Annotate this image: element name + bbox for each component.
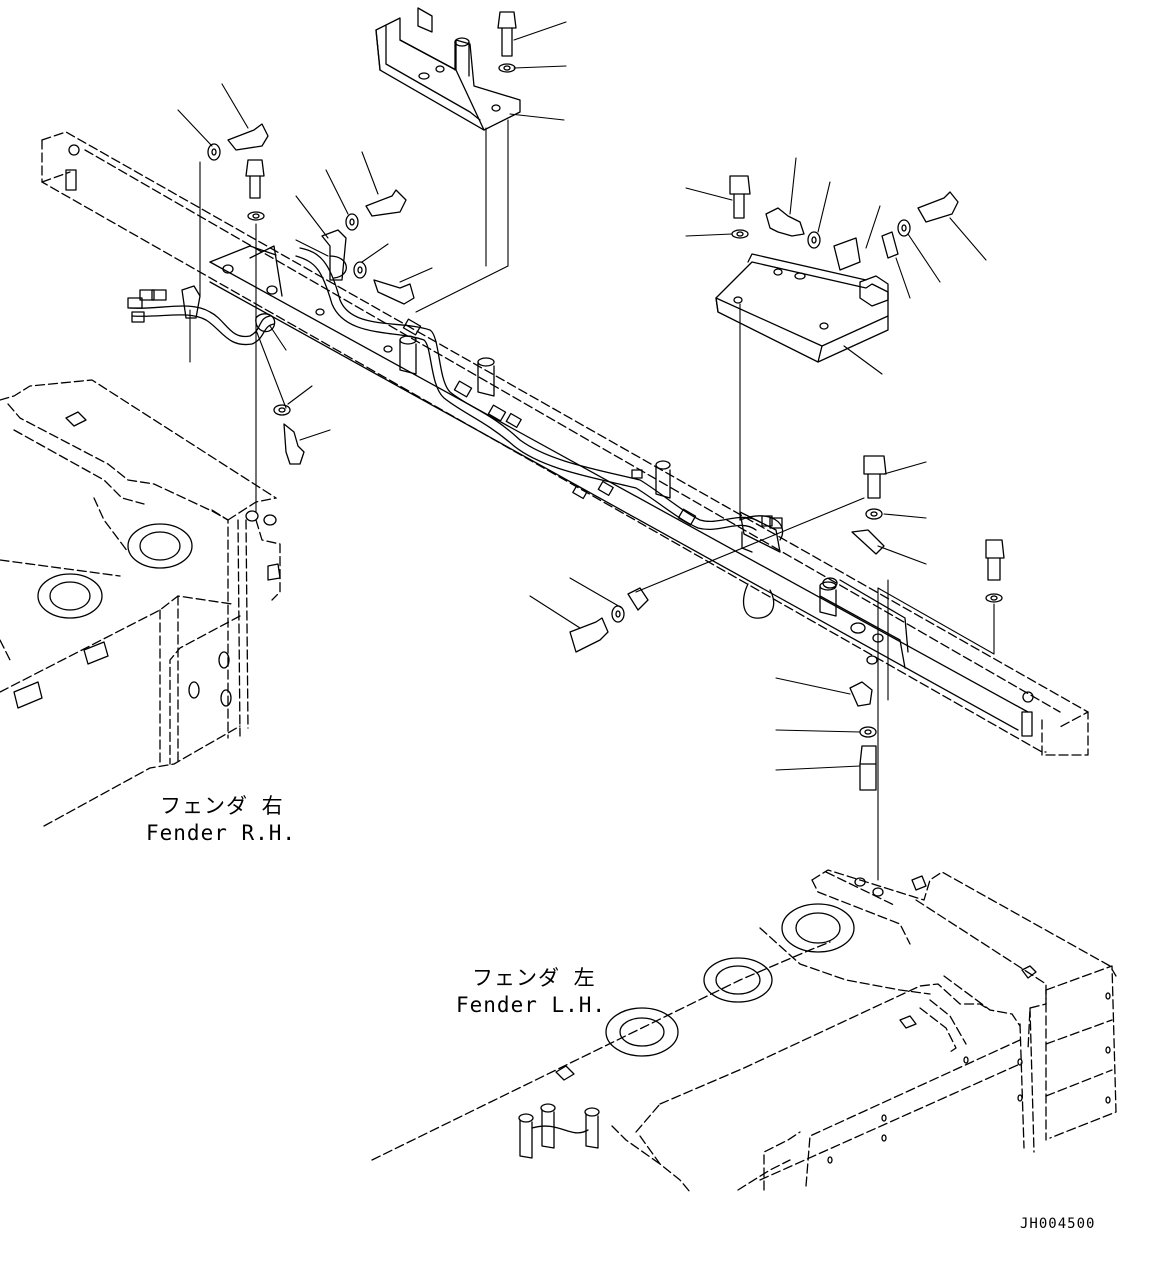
leader-lines	[177, 21, 995, 881]
fasteners	[181, 11, 1005, 791]
fender-rh-label-en: Fender R.H.	[146, 821, 297, 845]
right-bracket	[715, 253, 889, 363]
drawing-code: JH004500	[1020, 1216, 1096, 1232]
fender-rh-label-jp: フェンダ 右	[160, 794, 284, 818]
fender-lh	[371, 869, 1117, 1193]
fender-rh-details	[13, 411, 281, 709]
wire-harness	[127, 247, 784, 619]
top-bracket	[375, 7, 521, 131]
frame-bar	[41, 131, 1089, 756]
fender-lh-label-jp: フェンダ 左	[472, 966, 596, 990]
fender-rh	[0, 379, 281, 827]
fender-lh-details	[518, 875, 1111, 1164]
fender-lh-label-en: Fender L.H.	[456, 993, 607, 1017]
standoff-posts	[399, 335, 837, 617]
